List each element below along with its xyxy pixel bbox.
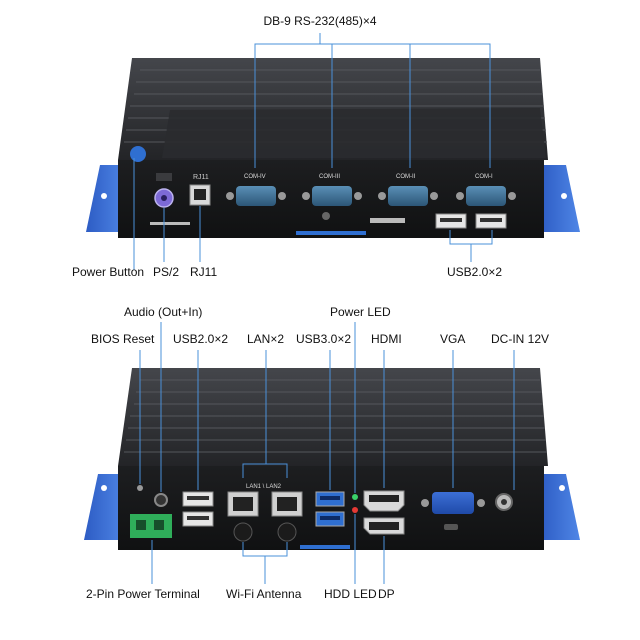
com1-silk-label: COM-I <box>475 174 493 180</box>
power-led-label: Power LED <box>330 305 391 319</box>
power-button-label: Power Button <box>72 265 144 279</box>
com-group-label: DB-9 RS-232(485)×4 <box>263 14 376 28</box>
bottom-heatsink-top <box>118 368 548 466</box>
power-button[interactable] <box>130 146 146 162</box>
rj11-label: RJ11 <box>190 265 217 279</box>
com3-silk-label: COM-III <box>319 174 340 180</box>
lan-silk-label: LAN1 \ LAN2 <box>246 484 282 490</box>
dp-label: DP <box>378 587 395 601</box>
top-usb20-label: USB2.0×2 <box>447 265 502 279</box>
com4-silk-label: COM-IV <box>244 174 266 180</box>
hdmi-label: HDMI <box>371 332 402 346</box>
wifi-antenna-2[interactable] <box>277 522 297 542</box>
wifi-antenna-label: Wi-Fi Antenna <box>226 587 302 601</box>
hdd-led <box>352 507 358 513</box>
ps2-label: PS/2 <box>153 265 179 279</box>
bottom-right-bracket <box>540 474 580 540</box>
bios-reset-label: BIOS Reset <box>91 332 155 346</box>
dc-in-label: DC-IN 12V <box>491 332 549 346</box>
audio-jack[interactable] <box>154 493 168 507</box>
com4-port[interactable] <box>226 186 286 206</box>
com2-silk-label: COM-II <box>396 174 416 180</box>
wifi-antenna-1[interactable] <box>233 522 253 542</box>
rj11-silk-label: RJ11 <box>193 174 209 181</box>
left-mounting-bracket <box>86 165 126 232</box>
hdd-led-label: HDD LED <box>324 587 377 601</box>
bottom-left-bracket <box>84 474 126 540</box>
vga-port[interactable] <box>421 492 485 514</box>
com1-port[interactable] <box>456 186 516 206</box>
vga-label: VGA <box>440 332 465 346</box>
lan-label: LAN×2 <box>247 332 284 346</box>
audio-label: Audio (Out+In) <box>124 305 202 319</box>
right-mounting-bracket <box>540 165 580 232</box>
bottom-front-panel <box>118 466 544 550</box>
power-terminal-label: 2-Pin Power Terminal <box>86 587 200 601</box>
usb30-label: USB3.0×2 <box>296 332 351 346</box>
com2-port[interactable] <box>378 186 438 206</box>
bios-reset-button[interactable] <box>137 485 143 491</box>
bottom-usb20-label: USB2.0×2 <box>173 332 228 346</box>
bottom-device: LAN1 \ LAN2 <box>84 368 580 550</box>
top-device: RJ11 COM-IV COM-III COM-II COM-I <box>86 58 580 238</box>
power-led <box>352 494 358 500</box>
com3-port[interactable] <box>302 186 362 206</box>
